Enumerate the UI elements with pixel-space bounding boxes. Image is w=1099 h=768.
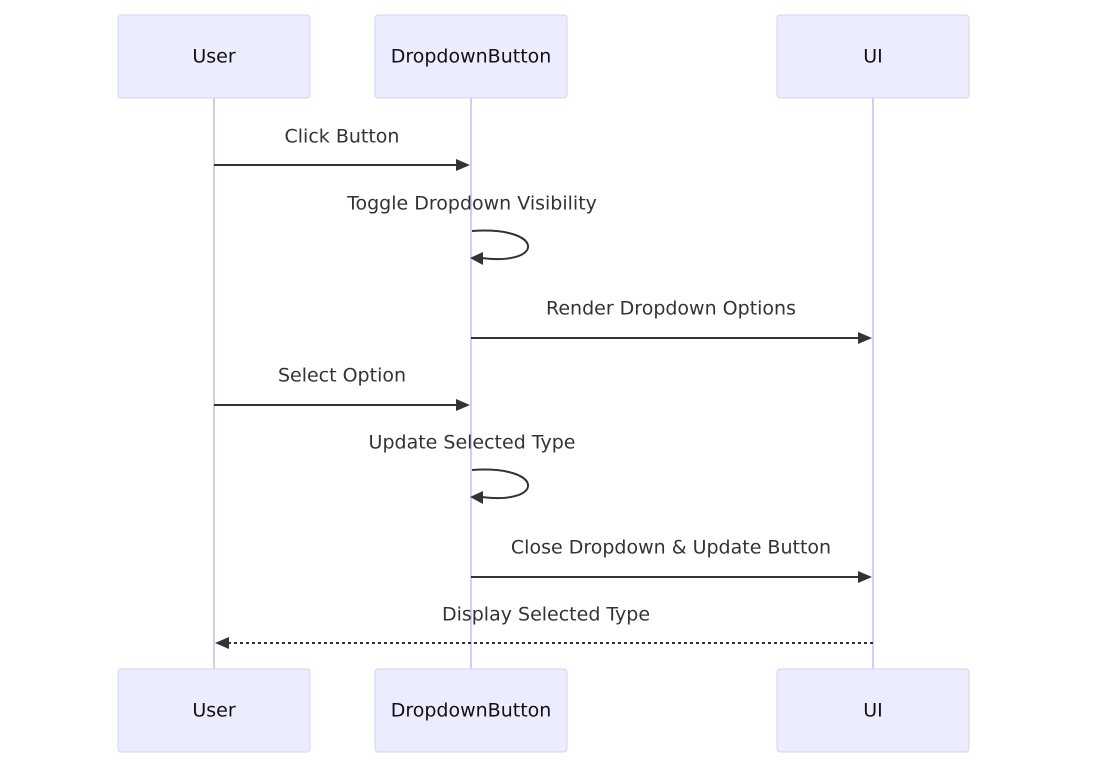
message-click-button: Click Button xyxy=(214,126,470,171)
arrowhead xyxy=(456,159,470,171)
self-loop-line xyxy=(471,468,529,500)
actor-bottom-ui: UI xyxy=(776,668,970,753)
message-toggle-dropdown-visibility: Toggle Dropdown Visibility xyxy=(346,193,597,265)
arrowhead xyxy=(456,399,470,411)
arrowhead xyxy=(470,252,483,265)
message-display-selected-type: Display Selected Type xyxy=(215,604,873,649)
actor-bottom-user: User xyxy=(117,668,311,753)
arrowhead xyxy=(858,332,872,344)
actor-top-dropdown-button: DropdownButton xyxy=(374,14,568,99)
message-update-selected-type: Update Selected Type xyxy=(369,432,576,504)
message-render-dropdown-options: Render Dropdown Options xyxy=(471,298,872,344)
actor-top-user-label: User xyxy=(192,46,235,68)
actor-top-user: User xyxy=(117,14,311,99)
message-label: Close Dropdown & Update Button xyxy=(511,537,831,559)
actor-bottom-user-label: User xyxy=(192,700,235,722)
message-label: Select Option xyxy=(278,365,406,387)
actor-top-ui: UI xyxy=(776,14,970,99)
message-label: Click Button xyxy=(285,126,400,148)
arrowhead xyxy=(470,491,483,504)
message-label: Render Dropdown Options xyxy=(546,298,796,320)
message-label: Display Selected Type xyxy=(442,604,650,626)
actor-bottom-dropdown-button-label: DropdownButton xyxy=(391,700,552,722)
message-label: Update Selected Type xyxy=(369,432,576,454)
self-loop-line xyxy=(471,229,529,261)
arrowhead xyxy=(215,637,229,649)
actor-top-ui-label: UI xyxy=(863,46,883,68)
message-close-dropdown-update-button: Close Dropdown & Update Button xyxy=(471,537,872,583)
actor-bottom-dropdown-button: DropdownButton xyxy=(374,668,568,753)
message-select-option: Select Option xyxy=(214,365,470,411)
actor-bottom-ui-label: UI xyxy=(863,700,883,722)
arrowhead xyxy=(858,571,872,583)
actor-top-dropdown-button-label: DropdownButton xyxy=(391,46,552,68)
message-label: Toggle Dropdown Visibility xyxy=(346,193,597,215)
